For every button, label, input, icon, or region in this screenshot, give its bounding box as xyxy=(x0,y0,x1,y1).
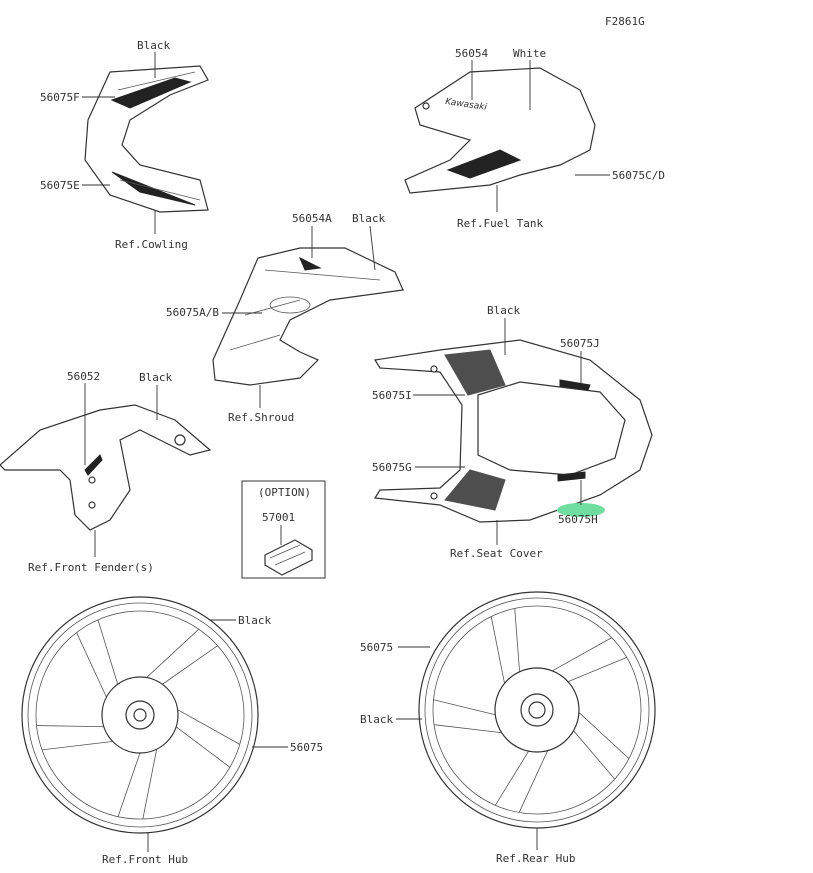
fuel-tank-part: Kawasaki xyxy=(404,67,596,194)
part-56052-label[interactable]: 56052 xyxy=(67,370,100,383)
part-56075G-label[interactable]: 56075G xyxy=(372,461,412,474)
wheel-spoke xyxy=(160,645,218,686)
part-56075AB-label[interactable]: 56075A/B xyxy=(166,306,219,319)
rear-wheel-part-label[interactable]: 56075 xyxy=(360,641,393,654)
rear-hub-ref-label: Ref.Rear Hub xyxy=(496,852,575,865)
wheel-spoke xyxy=(490,616,506,687)
highlight-marker xyxy=(557,503,605,517)
option-part xyxy=(264,539,313,576)
front-wheel-part-label[interactable]: 56075 xyxy=(290,741,323,754)
part-56054-label[interactable]: 56054 xyxy=(455,47,488,60)
wheel-spoke xyxy=(174,725,231,768)
seat-cover-ref-label: Ref.Seat Cover xyxy=(450,547,543,560)
wheel-spoke xyxy=(97,619,119,687)
part-56075J-label[interactable]: 56075J xyxy=(560,337,600,350)
part-56054A-label[interactable]: 56054A xyxy=(292,212,332,225)
front-wheel-color-label: Black xyxy=(238,614,271,627)
wheel-spoke xyxy=(494,749,531,806)
wheel-spoke xyxy=(433,699,498,716)
front-fender-color-label: Black xyxy=(139,371,172,384)
part-57001-label[interactable]: 57001 xyxy=(262,511,295,524)
seat-cover-part xyxy=(373,339,653,523)
shroud-ref-label: Ref.Shroud xyxy=(228,411,294,424)
wheel-spoke xyxy=(144,628,200,680)
seat-cover-color-label: Black xyxy=(487,304,520,317)
cowling-color-label: Black xyxy=(137,39,170,52)
part-56075I-label[interactable]: 56075I xyxy=(372,389,412,402)
wheel-spoke xyxy=(41,740,116,751)
wheel-spoke xyxy=(76,632,108,700)
wheel-spoke xyxy=(117,750,142,817)
wheel-spoke xyxy=(142,746,158,820)
cowling-part xyxy=(84,65,209,213)
option-title: (OPTION) xyxy=(258,486,311,499)
front-fender-part xyxy=(0,404,212,531)
part-56075E-label[interactable]: 56075E xyxy=(40,179,80,192)
wheel-spoke xyxy=(518,748,550,813)
part-56075F-label[interactable]: 56075F xyxy=(40,91,80,104)
rear-wheel-color-label: Black xyxy=(360,713,393,726)
diagram-code: F2861G xyxy=(605,15,645,28)
shroud-color-label: Black xyxy=(352,212,385,225)
wheel-spoke xyxy=(576,710,630,759)
cowling-ref-label: Ref.Cowling xyxy=(115,238,188,251)
wheel-spoke xyxy=(571,728,616,780)
wheel-spoke xyxy=(565,657,627,683)
wheel-spoke xyxy=(36,725,106,728)
rear-wheel-part xyxy=(418,591,656,829)
front-wheel-part xyxy=(21,596,259,834)
wheel-spoke xyxy=(514,608,521,674)
wheel-spoke xyxy=(549,637,612,673)
fuel-tank-ref-label: Ref.Fuel Tank xyxy=(457,217,543,230)
part-56075CD-label[interactable]: 56075C/D xyxy=(612,169,665,182)
fuel-tank-color-label: White xyxy=(513,47,546,60)
shroud-part xyxy=(212,247,404,386)
front-hub-ref-label: Ref.Front Hub xyxy=(102,853,188,866)
wheel-spoke xyxy=(433,724,505,734)
wheel-spoke xyxy=(175,708,240,745)
part-56075H-label[interactable]: 56075H xyxy=(558,513,598,526)
front-fender-ref-label: Ref.Front Fender(s) xyxy=(28,561,154,574)
